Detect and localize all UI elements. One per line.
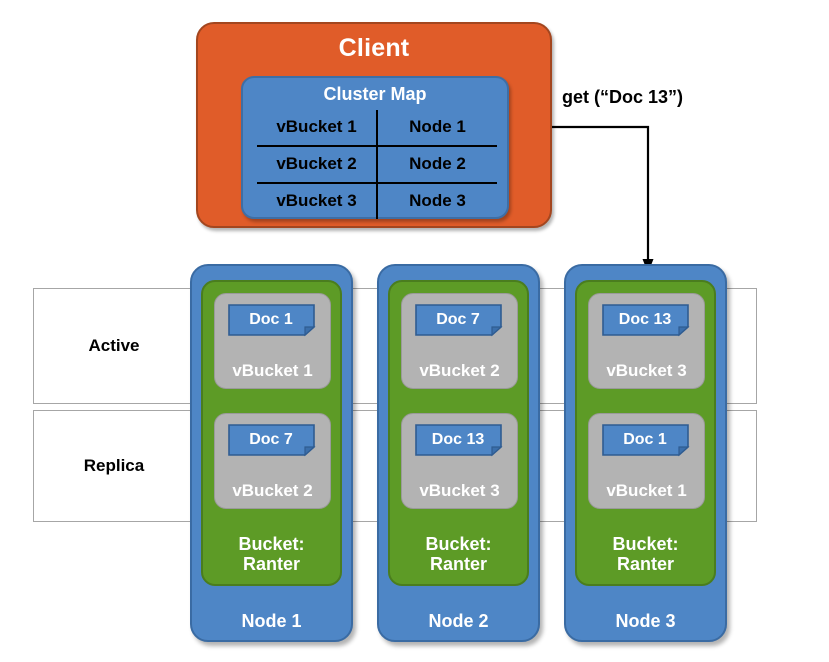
table-row: vBucket 1 Node 1 [257, 110, 497, 147]
vbucket-label: vBucket 2 [232, 481, 313, 500]
elbow-arrow-down-icon [552, 125, 654, 273]
cluster-map-node-cell: Node 3 [409, 191, 466, 210]
row-label-active: Active [88, 336, 140, 355]
vbucket-label: vBucket 3 [606, 361, 687, 380]
cluster-map-vbucket-cell: vBucket 1 [257, 110, 378, 147]
node-label: Node 3 [615, 611, 676, 631]
bucket-node-3: Doc 13 vBucket 3 Doc 1 vBucket 1 Bucket:… [575, 280, 716, 586]
bucket-label-line-2: Ranter [616, 553, 674, 574]
bucket-label-line-2: Ranter [242, 553, 300, 574]
bucket-label-line-1: Bucket: [238, 533, 305, 554]
cluster-map-title: Cluster Map [323, 84, 427, 104]
document-icon: Doc 7 [415, 304, 506, 340]
cluster-map-table: vBucket 1 Node 1 vBucket 2 Node 2 vBucke… [257, 110, 497, 219]
client-title: Client [338, 34, 410, 62]
bucket-label-line-1: Bucket: [425, 533, 492, 554]
get-request-label: get (“Doc 13”) [562, 87, 684, 107]
vbucket-active-node-1: Doc 1 vBucket 1 [214, 293, 331, 389]
vbucket-replica-node-2: Doc 13 vBucket 3 [401, 413, 518, 509]
bucket-label: Bucket: Ranter [203, 534, 340, 574]
vbucket-label: vBucket 1 [232, 361, 313, 380]
document-icon: Doc 7 [228, 424, 319, 460]
cluster-map-box: Cluster Map vBucket 1 Node 1 vBucket 2 N… [241, 76, 509, 219]
bucket-node-2: Doc 7 vBucket 2 Doc 13 vBucket 3 Bucket:… [388, 280, 529, 586]
cluster-map-node-cell: Node 2 [377, 146, 497, 184]
node-label: Node 2 [428, 611, 489, 631]
node-2: Doc 7 vBucket 2 Doc 13 vBucket 3 Bucket:… [377, 264, 540, 642]
bucket-label-line-2: Ranter [429, 553, 487, 574]
table-row: vBucket 2 Node 2 [257, 146, 497, 184]
bucket-label-line-1: Bucket: [612, 533, 679, 554]
document-icon: Doc 13 [415, 424, 506, 460]
cluster-map-node-cell: Node 1 [377, 110, 497, 147]
table-row: vBucket 3 Node 3 [257, 183, 497, 219]
vbucket-label: vBucket 2 [419, 361, 500, 380]
document-icon: Doc 13 [602, 304, 693, 340]
cluster-map-vbucket-cell: vBucket 3 [257, 183, 378, 219]
row-label-replica: Replica [83, 456, 145, 475]
bucket-label: Bucket: Ranter [577, 534, 714, 574]
vbucket-replica-node-1: Doc 7 vBucket 2 [214, 413, 331, 509]
vbucket-label: vBucket 3 [419, 481, 500, 500]
document-icon: Doc 1 [602, 424, 693, 460]
vbucket-replica-node-3: Doc 1 vBucket 1 [588, 413, 705, 509]
vbucket-active-node-2: Doc 7 vBucket 2 [401, 293, 518, 389]
client-box: Client Cluster Map vBucket 1 Node 1 vBuc… [196, 22, 552, 228]
vbucket-label: vBucket 1 [606, 481, 687, 500]
node-1: Doc 1 vBucket 1 Doc 7 vBucket 2 Bucket: … [190, 264, 353, 642]
vbucket-active-node-3: Doc 13 vBucket 3 [588, 293, 705, 389]
bucket-node-1: Doc 1 vBucket 1 Doc 7 vBucket 2 Bucket: … [201, 280, 342, 586]
node-label: Node 1 [241, 611, 302, 631]
node-3: Doc 13 vBucket 3 Doc 1 vBucket 1 Bucket:… [564, 264, 727, 642]
document-icon: Doc 1 [228, 304, 319, 340]
cluster-map-vbucket-cell: vBucket 2 [257, 146, 378, 184]
bucket-label: Bucket: Ranter [390, 534, 527, 574]
